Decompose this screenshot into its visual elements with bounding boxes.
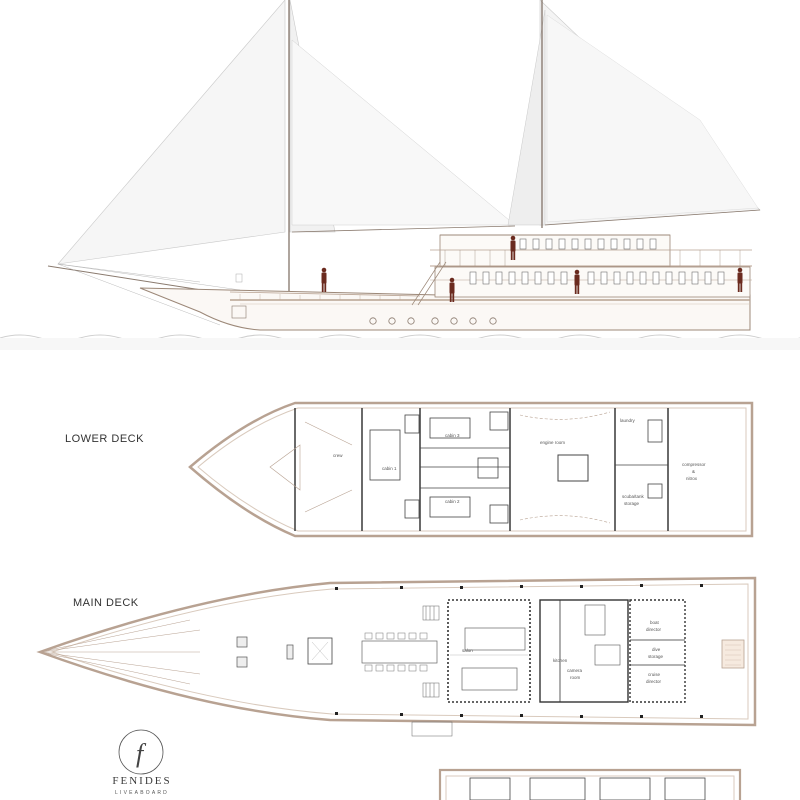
brand-subtitle: LIVEABOARD [115,790,169,796]
brand-monogram: f [136,739,147,768]
fore-topsail [291,39,516,226]
room-label-dive-storage-1: dive [652,647,661,652]
side-elevation [0,0,800,350]
main-deck-hull [36,576,757,727]
room-label-compressor-3: nitrox [686,476,698,481]
room-label-cruise-director-1: cruise [648,672,661,677]
room-label-camera-2: room [570,675,581,680]
scale-figures [321,235,743,302]
main-deck-title: MAIN DECK [73,597,139,609]
boom [544,209,761,226]
main-deck-plan: salon kitchen camera room boat director … [36,576,757,737]
room-label-kitchen: kitchen [553,658,568,663]
room-label-scuba-1: scuba/tank [622,494,645,499]
lower-deck-title: LOWER DECK [65,433,144,445]
brand-logo: f [118,729,164,775]
room-label-camera-1: camera [567,668,583,673]
room-label-compressor-2: & [692,469,695,474]
room-label-boat-director-1: boat [650,620,660,625]
room-label-dive-storage-2: storage [648,654,664,659]
main-staysail [507,9,546,226]
room-label-salon: salon [462,648,473,653]
room-label-cabin3: cabin 3 [445,433,460,438]
room-label-scuba-2: storage [624,501,640,506]
mizzen-area [546,14,759,223]
brand-name: FENIDES [112,775,172,787]
upper-deck-plan-partial [438,768,742,800]
room-label-cabin1: cabin 1 [382,466,397,471]
gaff [291,225,516,233]
room-label-engine: engine room [540,440,565,445]
hull-side [139,287,751,331]
portholes [369,317,497,325]
room-label-compressor-1: compressor [682,462,706,467]
room-label-cruise-director-2: director [646,679,662,684]
room-label-laundry: laundry [620,418,636,423]
lower-deck-hull [188,401,754,538]
room-label-cabin2: cabin 2 [445,499,460,504]
jib-sail [57,0,286,265]
room-label-boat-director-2: director [646,627,662,632]
superstructure [411,234,752,306]
room-label-crew: crew [333,453,343,458]
lower-deck-plan: crew cabin 1 cabin 3 cabin 2 engine room… [188,401,754,538]
